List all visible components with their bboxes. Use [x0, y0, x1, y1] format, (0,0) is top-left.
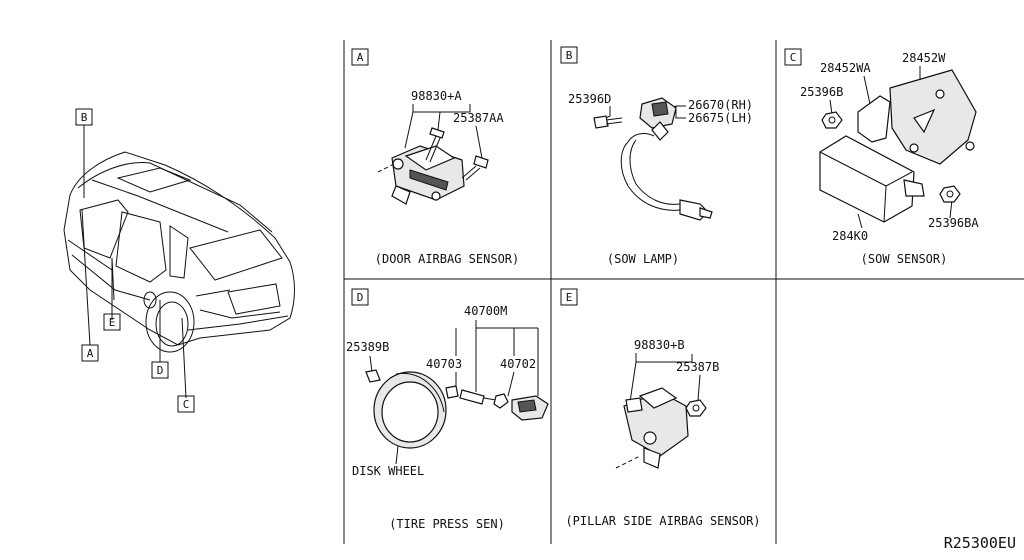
svg-text:C: C: [183, 398, 190, 411]
door-airbag-sensor: [391, 145, 465, 205]
panel-c: C 28452WA 28452W 25396B 25396BA 284K0: [784, 48, 979, 266]
sow-sensor-module: [819, 135, 925, 223]
panel-b-letter: B: [566, 49, 573, 62]
panel-d: D 40700M 25389B 40703 40702 DISK WHEEL: [346, 288, 549, 531]
vehicle-overview: B E A D C: [63, 108, 295, 413]
part-label: 40703: [426, 357, 462, 371]
part-label: 28452WA: [820, 61, 871, 75]
svg-text:D: D: [157, 364, 164, 377]
panel-d-letter: D: [357, 291, 364, 304]
callout-c: C: [177, 395, 195, 413]
screw-icon: [593, 115, 623, 129]
panel-d-caption: (TIRE PRESS SEN): [389, 517, 505, 531]
disk-wheel: [373, 371, 447, 465]
panel-e-letter: E: [566, 291, 573, 304]
part-label: 25396B: [800, 85, 843, 99]
part-label: 40702: [500, 357, 536, 371]
nut-icon: [493, 393, 509, 409]
tire-pressure-sensor: [511, 395, 549, 421]
callout-b: B: [75, 108, 93, 126]
svg-text:B: B: [81, 111, 88, 124]
svg-text:A: A: [87, 347, 94, 360]
part-label: 25396D: [568, 92, 611, 106]
valve-stem-icon: [445, 385, 497, 405]
nut-icon: [685, 399, 707, 417]
panel-c-caption: (SOW SENSOR): [861, 252, 948, 266]
panel-b-caption: (SOW LAMP): [607, 252, 679, 266]
panel-grid: [343, 40, 1024, 544]
part-label: 28452W: [902, 51, 946, 65]
nut-icon: [821, 111, 843, 129]
callout-d: D: [151, 361, 169, 379]
nut-icon: [939, 185, 961, 203]
part-label: 26675(LH): [688, 111, 753, 125]
sow-lamp: [620, 97, 713, 221]
callout-a: A: [81, 344, 99, 362]
panel-b: B 25396D 26670(RH) 26675(LH) (SOW LAMP): [560, 46, 753, 266]
pillar-side-airbag-sensor: [623, 387, 689, 469]
panel-e-caption: (PILLAR SIDE AIRBAG SENSOR): [565, 514, 760, 528]
part-label: 25387AA: [453, 111, 504, 125]
part-label: 40700M: [464, 304, 507, 318]
callout-e: E: [103, 313, 121, 331]
bolt-icon: [425, 127, 445, 163]
part-label: 98830+A: [411, 89, 462, 103]
panel-e: E 98830+B 25387B (PILLAR SIDE AIRBAG SEN…: [560, 288, 761, 528]
panel-a-letter: A: [357, 51, 364, 64]
sensor-bracket: [857, 69, 977, 165]
part-label: 26670(RH): [688, 98, 753, 112]
part-label: 284K0: [832, 229, 868, 243]
panel-c-letter: C: [790, 51, 797, 64]
part-label: 25396BA: [928, 216, 979, 230]
part-label: 25387B: [676, 360, 719, 374]
svg-text:E: E: [109, 316, 116, 329]
bolt-icon: [461, 155, 489, 181]
disk-wheel-label: DISK WHEEL: [352, 464, 424, 478]
part-label: 98830+B: [634, 338, 685, 352]
diagram-code: R25300EU: [944, 534, 1016, 552]
panel-a-caption: (DOOR AIRBAG SENSOR): [375, 252, 520, 266]
valve-cap-icon: [365, 369, 381, 383]
part-label: 25389B: [346, 340, 389, 354]
panel-a: A 98830+A 25387AA (DOOR AIRBAG: [351, 48, 520, 266]
